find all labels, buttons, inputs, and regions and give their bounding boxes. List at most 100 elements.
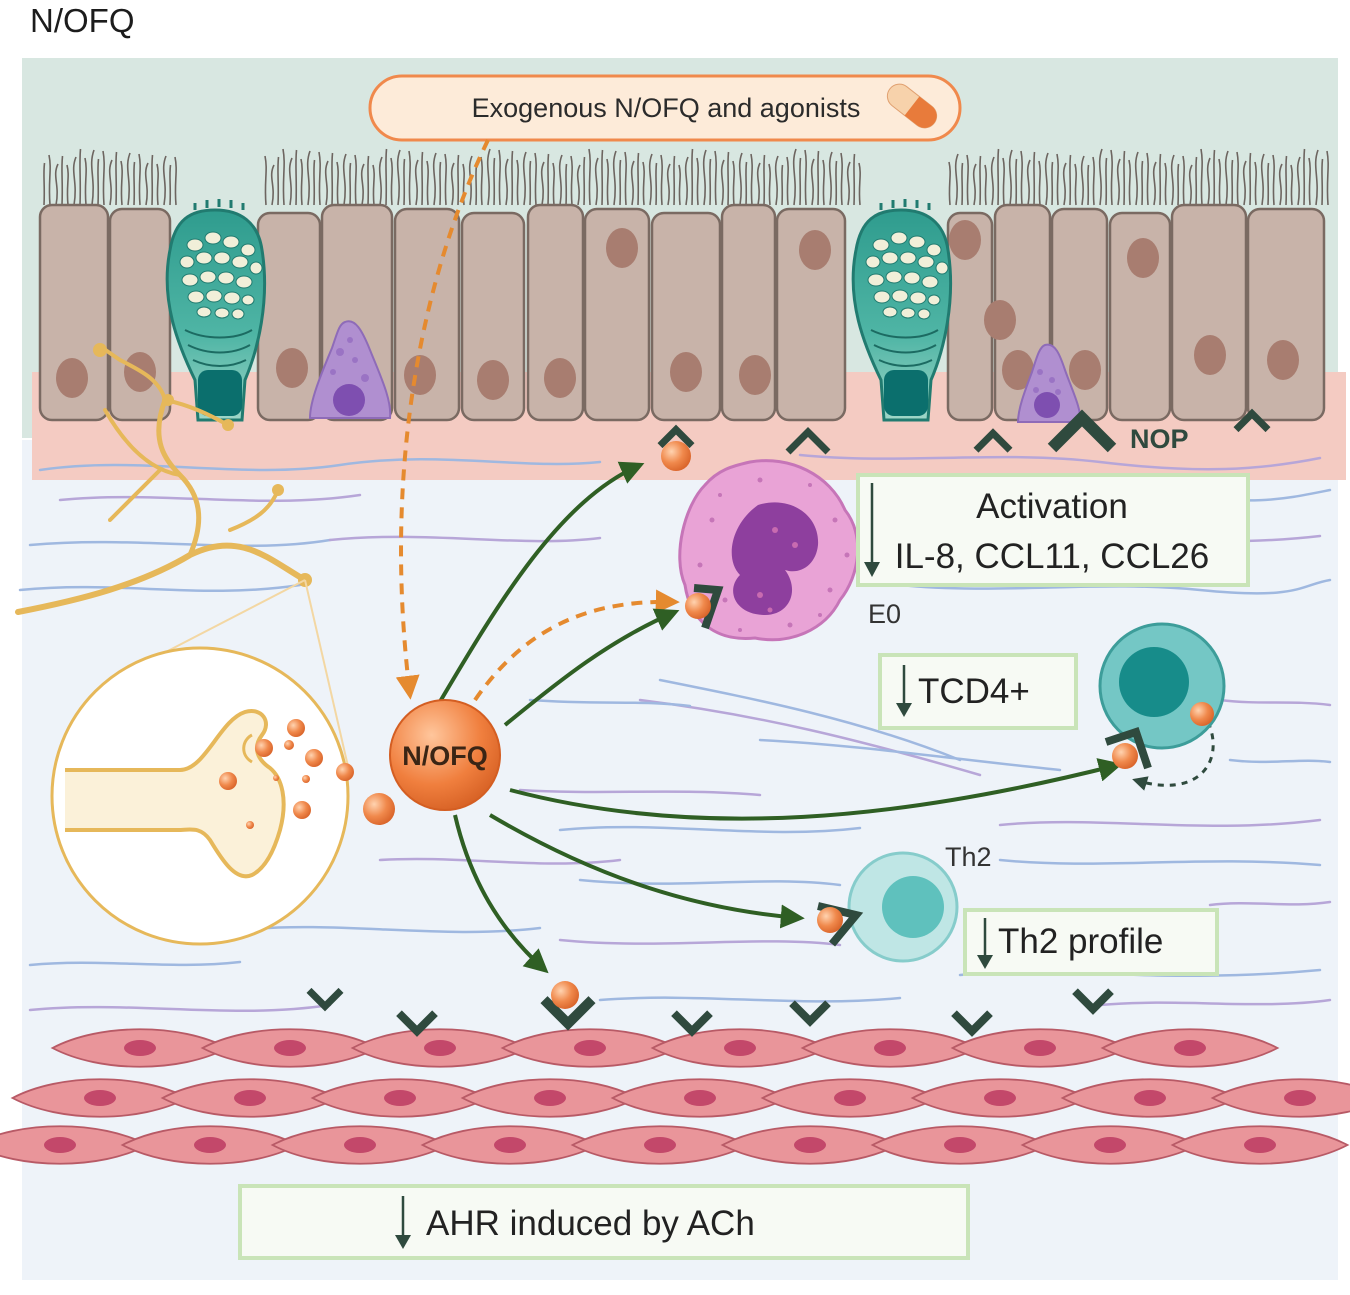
cilium [799, 157, 802, 206]
ligand-vesicles [219, 719, 354, 829]
cilium [342, 153, 347, 206]
cilium [558, 154, 563, 206]
cilium [984, 164, 987, 206]
nop-receptor-icon [785, 427, 831, 455]
cilium [1026, 159, 1031, 206]
cilium [90, 149, 95, 206]
cilium [660, 154, 663, 206]
cilium [691, 148, 694, 206]
cilium [966, 154, 969, 206]
cilium [1044, 152, 1049, 206]
tcell-feedback-arrow [1132, 721, 1215, 791]
cilium [745, 161, 748, 206]
down-arrow-icon [864, 483, 880, 577]
muscle-nucleus [534, 1090, 566, 1106]
cilium [288, 157, 293, 206]
epithelial-cell [650, 211, 722, 422]
cilium [756, 162, 761, 206]
cilium [349, 162, 352, 206]
nop-receptor-icon [693, 584, 724, 630]
cilium [1164, 162, 1167, 206]
nop-receptors [306, 408, 1271, 1037]
cilium [750, 153, 753, 206]
cilium [115, 151, 118, 206]
cilium [61, 155, 64, 206]
cilium [594, 157, 599, 206]
cilium [457, 154, 460, 206]
cilium [601, 149, 604, 206]
goblet-cell [165, 199, 267, 422]
th2-cell-label: Th2 [945, 842, 992, 872]
cell-nucleus [1127, 238, 1159, 278]
muscle-nucleus [194, 1137, 226, 1153]
cilium [786, 156, 789, 206]
cilium [1236, 151, 1239, 206]
muscle-cell [1210, 1078, 1350, 1118]
cilium [396, 149, 401, 206]
cilium [630, 160, 635, 206]
cilium [1092, 156, 1095, 206]
cilium [270, 164, 275, 206]
tcd4-label: TCD4+ [918, 672, 1030, 711]
exogenous-label: Exogenous N/OFQ and agonists [472, 93, 861, 123]
tcd4-box: TCD4+ [878, 653, 1078, 730]
muscle-nucleus [424, 1040, 456, 1056]
cilium [655, 162, 658, 206]
cilium [169, 164, 172, 206]
ahr-box: AHR induced by ACh [238, 1184, 970, 1260]
cilium [804, 149, 807, 206]
pill-icon [886, 83, 938, 129]
cilium [408, 150, 411, 206]
cilium [1020, 150, 1023, 206]
cilium [1098, 148, 1103, 206]
tcd4-cell [1098, 622, 1226, 750]
cilium [624, 151, 627, 206]
muscle-nucleus [944, 1137, 976, 1153]
cilium [475, 164, 478, 206]
cilium [421, 151, 424, 206]
cilium [300, 158, 303, 206]
synapse-zoom [50, 646, 350, 946]
cilium [414, 159, 419, 206]
nop-receptor-icon [671, 1010, 713, 1037]
cilium [1314, 149, 1319, 206]
cilium [1008, 149, 1013, 206]
cilium [1200, 148, 1203, 206]
cilium [637, 152, 640, 206]
cell-nucleus [606, 228, 638, 268]
cilium [43, 162, 46, 206]
cilium [378, 156, 383, 206]
muscle-nucleus [984, 1090, 1016, 1106]
cilium [720, 159, 725, 206]
cilium [367, 155, 370, 206]
cilium [450, 162, 455, 206]
th2-box: Th2 profile [963, 908, 1219, 976]
cilium [1069, 154, 1072, 206]
cilium [781, 164, 784, 206]
cilium [480, 156, 483, 206]
cilium [504, 158, 509, 206]
epithelial-cells [38, 203, 1326, 422]
cilium [846, 161, 851, 206]
th2-cell: Th2 [847, 842, 992, 963]
cilium [79, 148, 82, 206]
cilium [1033, 151, 1036, 206]
cilium [1002, 157, 1005, 206]
cilium [1051, 161, 1054, 206]
cilium [534, 152, 537, 206]
down-arrow-icon [977, 918, 993, 969]
down-arrow-icon [896, 665, 912, 717]
cilium [678, 164, 681, 206]
cilium [684, 156, 689, 206]
muscle-nucleus [344, 1137, 376, 1153]
cilium [810, 158, 815, 206]
cilium [738, 152, 743, 206]
cilium [1177, 163, 1180, 206]
cilium [648, 153, 653, 206]
cilium [961, 162, 964, 206]
cilium [1015, 158, 1018, 206]
tuft-cell [308, 320, 392, 419]
cilium [318, 151, 321, 206]
cilium [576, 164, 581, 206]
cell-nucleus [404, 355, 436, 395]
